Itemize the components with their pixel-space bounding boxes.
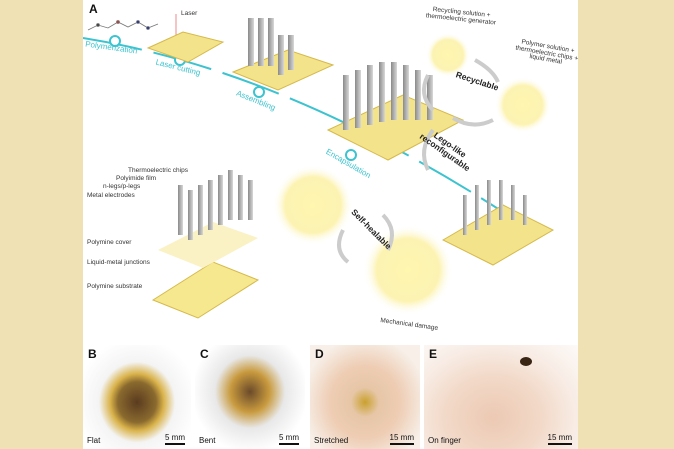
step-node <box>253 86 265 98</box>
fins <box>248 18 294 75</box>
step-node <box>345 149 357 161</box>
label-legs: n-legs/p-legs <box>103 183 141 190</box>
figure: A Polymerization Laser cutting Assemblin… <box>83 0 578 449</box>
photo-stretched: D Stretched 15 mm <box>310 345 420 449</box>
label-polymine-cover: Polymine cover <box>87 239 132 246</box>
panel-label-a: A <box>89 2 98 16</box>
substrate-layer <box>151 261 260 319</box>
device-on-finger <box>520 357 532 366</box>
laser-label: Laser <box>181 10 198 17</box>
label-metal-electrodes: Metal electrodes <box>87 192 135 199</box>
process-arrow <box>83 37 504 213</box>
substrate-plate <box>146 31 225 63</box>
photo-flat: B Flat 5 mm <box>83 345 191 449</box>
photo-bent: C Bent 5 mm <box>195 345 305 449</box>
photo-on-finger: E On finger 15 mm <box>424 345 578 449</box>
molecule-icon <box>87 20 159 31</box>
label-liquid-metal-junctions: Liquid-metal junctions <box>87 259 150 266</box>
step-node <box>109 35 121 47</box>
label-polymine-substrate: Polymine substrate <box>87 283 143 290</box>
label-thermoelectric-chips: Thermoelectric chips <box>128 167 188 174</box>
label-polyimide-film: Polyimide film <box>116 175 157 182</box>
schematic-illustration <box>83 14 555 319</box>
cover-layer <box>158 222 258 268</box>
